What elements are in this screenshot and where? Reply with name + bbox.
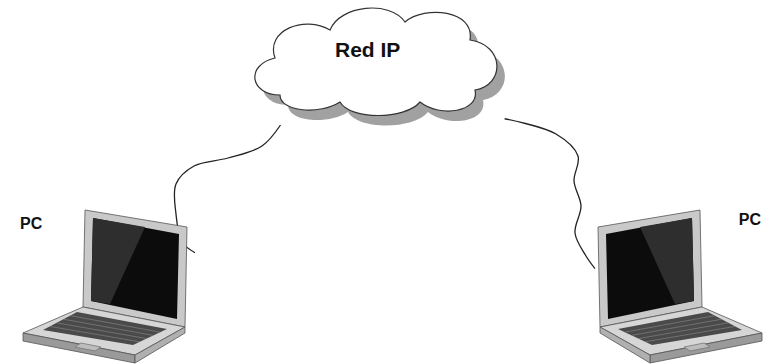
keyboard-row xyxy=(50,326,140,341)
cloud-outline xyxy=(255,8,497,115)
laptop-pc: PC xyxy=(15,205,195,364)
keyboard-row xyxy=(63,319,153,335)
laptop-lid xyxy=(598,210,702,327)
network-cloud: Red IP xyxy=(240,0,510,125)
laptop-keyboard xyxy=(43,312,167,345)
laptop-lid xyxy=(83,210,187,327)
laptop-pc: PC xyxy=(595,205,766,364)
keyboard-row xyxy=(638,323,728,339)
screen-sheen xyxy=(640,218,694,304)
keyboard-row xyxy=(70,316,160,333)
cloud-shape xyxy=(240,0,510,125)
keyboard-row xyxy=(645,326,735,341)
laptop-shape xyxy=(595,205,766,364)
laptop-keyboard xyxy=(618,312,742,345)
laptop-screen xyxy=(606,218,694,319)
network-cable xyxy=(505,119,595,269)
device-label: PC xyxy=(739,211,761,229)
laptop-touchpad xyxy=(684,343,710,351)
network-label: Red IP xyxy=(335,38,400,61)
keyboard-row xyxy=(625,316,715,333)
keyboard-row xyxy=(632,319,722,335)
keyboard-row xyxy=(57,323,147,339)
network-cable xyxy=(174,125,280,253)
laptop-illustration xyxy=(23,210,187,363)
laptop-illustration xyxy=(598,210,762,363)
laptop-touchpad xyxy=(75,343,101,351)
device-label: PC xyxy=(20,215,42,233)
laptop-screen xyxy=(91,218,179,319)
screen-sheen xyxy=(91,218,145,304)
